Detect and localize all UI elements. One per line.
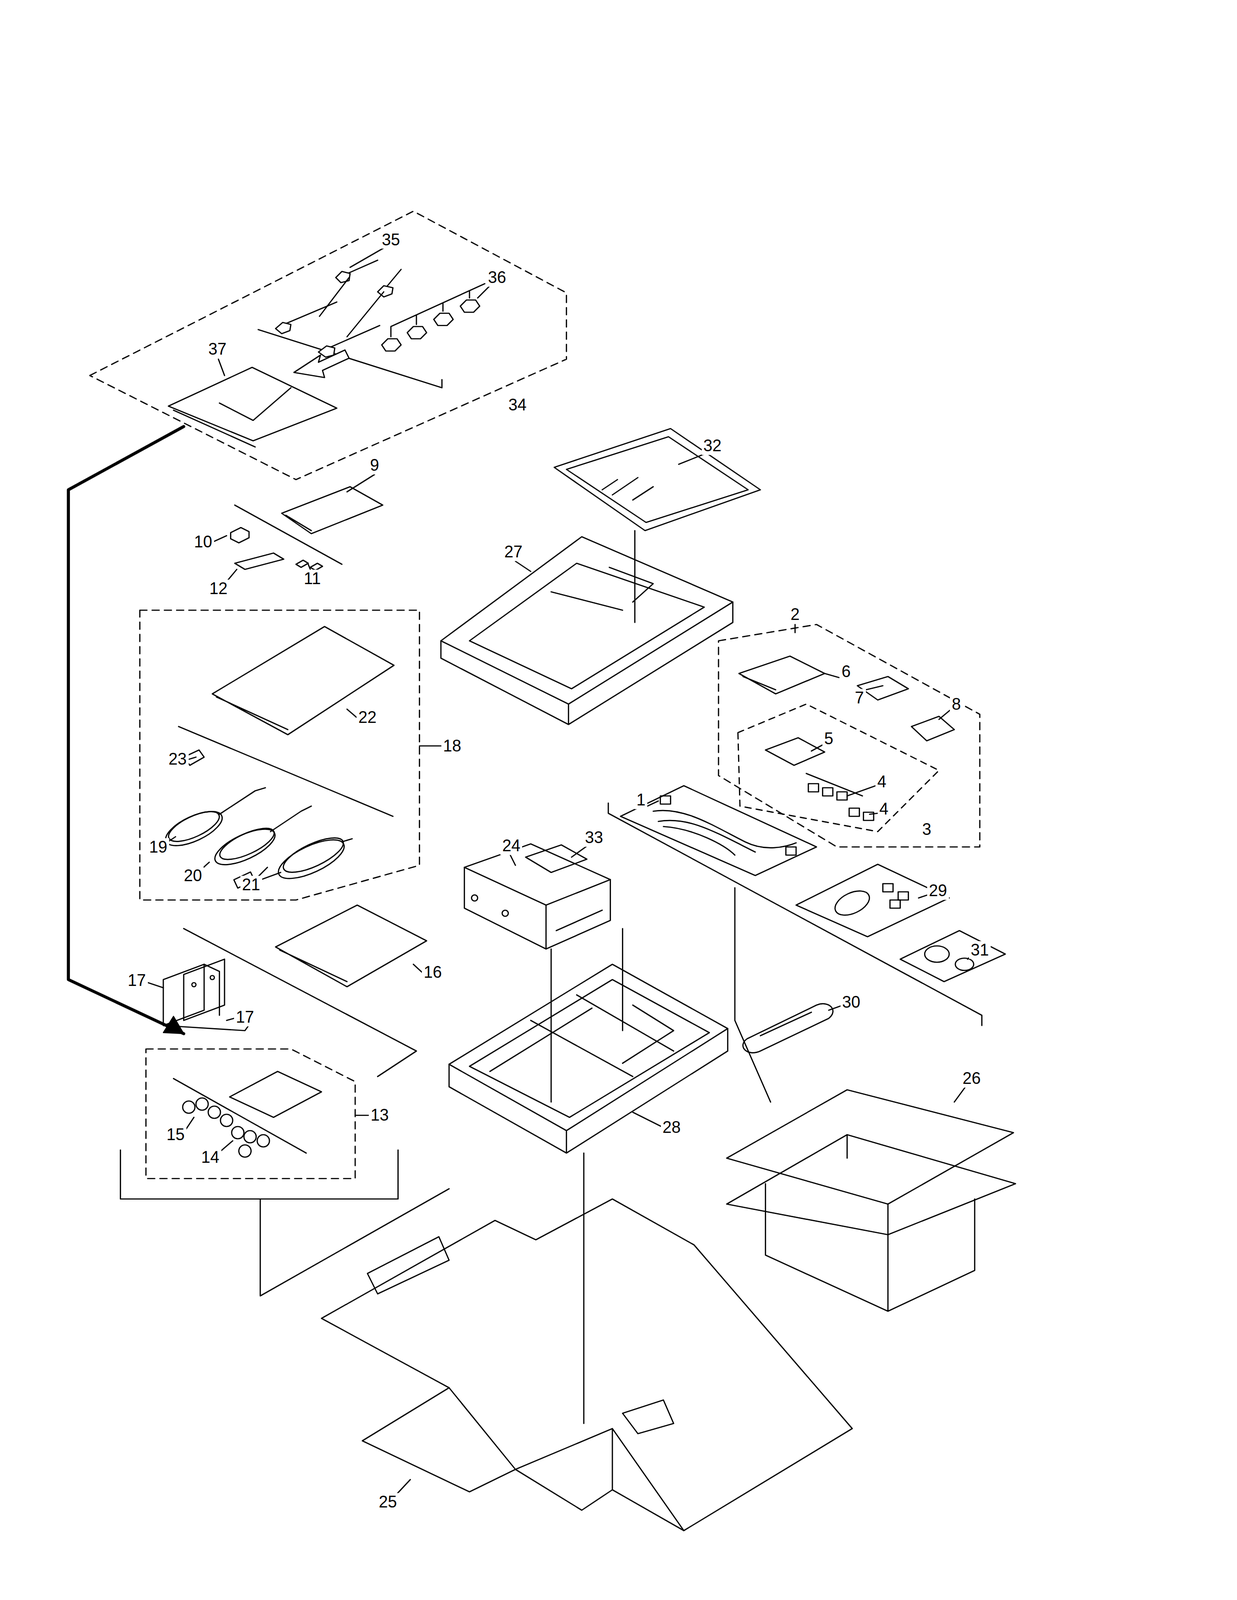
callout-number: 19 <box>147 838 170 857</box>
callout-number: 8 <box>949 695 963 714</box>
callout-number: 34 <box>506 396 529 415</box>
callout-number: 24 <box>500 836 523 856</box>
callout-number: 7 <box>852 689 866 708</box>
callout-number: 31 <box>968 941 991 960</box>
callout-number: 4 <box>877 800 890 819</box>
callout-number: 3 <box>920 820 934 839</box>
callout-number: 2 <box>788 605 802 624</box>
callout-number: 5 <box>822 729 836 749</box>
callout-number: 32 <box>701 436 724 455</box>
callout-number: 37 <box>206 340 229 359</box>
callout-number: 23 <box>166 750 189 769</box>
callout-number: 9 <box>368 456 382 475</box>
callout-number: 10 <box>192 532 215 552</box>
callout-number: 17 <box>234 1008 256 1027</box>
callout-number: 18 <box>441 737 464 756</box>
callout-number: 11 <box>302 569 323 588</box>
callout-number: 16 <box>421 963 444 982</box>
callout-number: 22 <box>356 708 379 727</box>
callout-number: 1 <box>634 791 648 810</box>
callout-number: 29 <box>927 881 949 900</box>
callout-number: 17 <box>125 971 148 990</box>
callout-number: 4 <box>875 772 889 792</box>
callout-number: 25 <box>376 1493 399 1512</box>
callout-number: 13 <box>368 1106 391 1125</box>
callout-number: 36 <box>486 268 509 287</box>
callout-number: 15 <box>164 1125 187 1145</box>
callout-number: 28 <box>660 1118 683 1137</box>
callout-number: 27 <box>502 542 525 562</box>
callout-number: 26 <box>960 1069 983 1088</box>
callout-number: 14 <box>199 1148 221 1167</box>
callout-number: 33 <box>582 828 605 847</box>
callout-number: 20 <box>181 866 204 885</box>
callout-number: 6 <box>839 662 853 681</box>
callout-number: 30 <box>840 993 862 1012</box>
callout-number: 21 <box>239 875 262 895</box>
callout-number: 35 <box>380 230 402 250</box>
callout-number: 12 <box>207 579 230 598</box>
